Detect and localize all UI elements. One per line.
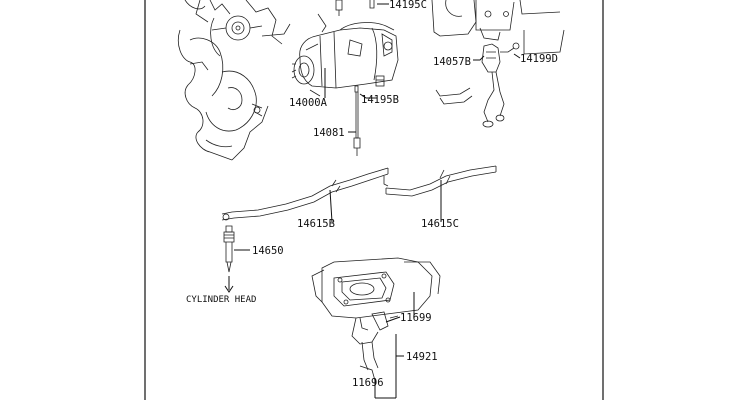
part-label-14650: 14650 [252, 245, 284, 257]
glow-relay-illustration [431, 0, 565, 128]
starter-cable-illustration [353, 85, 361, 156]
part-label-14921: 14921 [406, 351, 438, 363]
part-label-14000a: 14000A [289, 97, 328, 109]
part-label-14199d: 14199D [520, 53, 558, 65]
glow-plug-illustration [223, 225, 235, 273]
part-label-11696: 11696 [352, 377, 384, 389]
cylinder-head-arrow [224, 276, 234, 293]
part-label-14081: 14081 [313, 127, 345, 139]
note-cylinder-head: CYLINDER HEAD [186, 295, 256, 305]
bolt-14195c-illustration [335, 0, 375, 16]
part-label-11699: 11699 [400, 312, 432, 324]
intake-heater-illustration [311, 257, 441, 385]
harness-14615b-illustration [221, 167, 389, 221]
page-frame [144, 0, 604, 400]
starter-motor-illustration [291, 13, 399, 97]
harness-14615c-illustration [385, 165, 497, 197]
engine-block-illustration [177, 0, 291, 161]
part-label-14057b: 14057B [433, 56, 471, 68]
part-label-14195c: 14195C [389, 0, 427, 11]
leader-lines [234, 3, 521, 399]
nut-14195b-illustration [375, 75, 385, 87]
part-label-14615c: 14615C [421, 218, 459, 230]
part-label-14615b: 14615B [297, 218, 335, 230]
part-label-14195b: 14195B [361, 94, 399, 106]
